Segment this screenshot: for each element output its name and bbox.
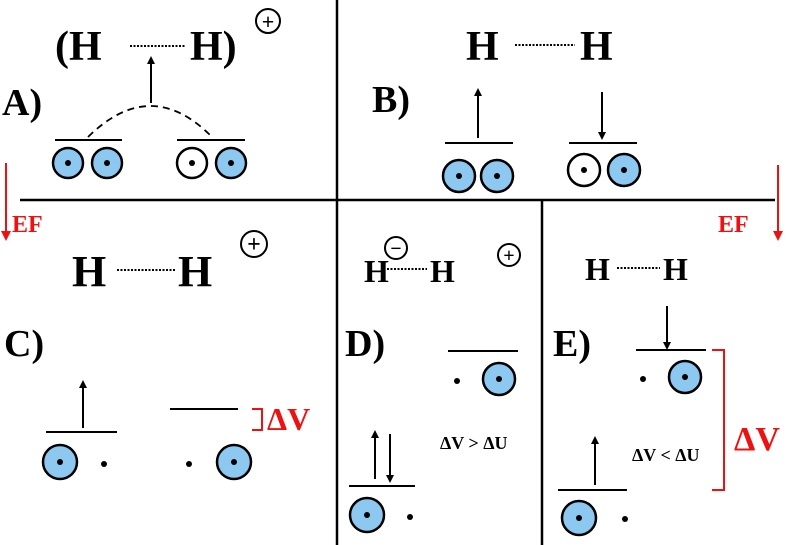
panel-d-relation: ΔV > ΔU <box>440 433 508 453</box>
panel-d-electron-dot-bottom <box>407 514 413 520</box>
ef-label-right: EF <box>718 212 749 238</box>
panel-e-gap-label: ΔV <box>734 421 780 458</box>
panel-d-charge-minus-sign: − <box>390 238 401 260</box>
panel-d-charge-plus-sign: + <box>503 245 514 267</box>
panel-b-h-left: H <box>466 24 499 70</box>
panel-d-electron-dot-top <box>454 378 460 384</box>
panel-a-label: A) <box>2 82 42 124</box>
panel-c-gap-label: ΔV <box>267 401 310 437</box>
panel-a: A) (H H) + <box>2 8 281 180</box>
panel-a-h-right: H) <box>190 24 237 70</box>
ef-label-left: EF <box>12 212 43 238</box>
panel-e-electron-dot-bottom <box>622 516 628 522</box>
panel-c-electron-dot-1 <box>101 461 107 467</box>
panel-b-label: B) <box>372 79 410 121</box>
panel-c-electron-dot-2 <box>186 461 192 467</box>
panel-d-h-right: H <box>430 253 455 289</box>
panel-b: B) H H <box>372 24 642 194</box>
panel-c: H H + C) ΔV <box>4 230 310 481</box>
panel-e-h-right: H <box>663 251 688 287</box>
panel-e-label: E) <box>553 323 591 365</box>
panel-d: H − H + D) ΔV > ΔU <box>345 236 521 534</box>
grid-lines <box>20 0 775 545</box>
panel-a-hybrid-curve <box>87 105 213 138</box>
panel-c-charge-sign: + <box>247 232 261 258</box>
panel-c-label: C) <box>4 323 44 365</box>
panel-c-h-right: H <box>178 247 212 296</box>
panel-a-charge: + <box>255 8 281 34</box>
panel-d-charge-minus: − <box>384 236 408 260</box>
panel-e-electron-dot-top <box>640 376 646 382</box>
panel-e-relation: ΔV < ΔU <box>632 445 700 465</box>
panel-d-label: D) <box>345 323 385 365</box>
panel-e: H H E) ΔV < ΔU ΔV <box>553 251 780 537</box>
panel-a-charge-sign: + <box>262 9 275 34</box>
panel-c-h-left: H <box>72 247 106 296</box>
panel-c-charge: + <box>240 230 268 258</box>
panel-e-h-left: H <box>585 251 610 287</box>
field-arrows: EF EF <box>1 163 783 241</box>
panel-b-h-right: H <box>580 24 613 70</box>
panel-d-h-left: H <box>364 253 389 289</box>
panel-a-h-left: (H <box>55 24 102 70</box>
panel-e-gap-bracket <box>712 349 725 491</box>
panel-c-gap-bracket <box>252 408 263 431</box>
panel-d-charge-plus: + <box>497 243 521 267</box>
